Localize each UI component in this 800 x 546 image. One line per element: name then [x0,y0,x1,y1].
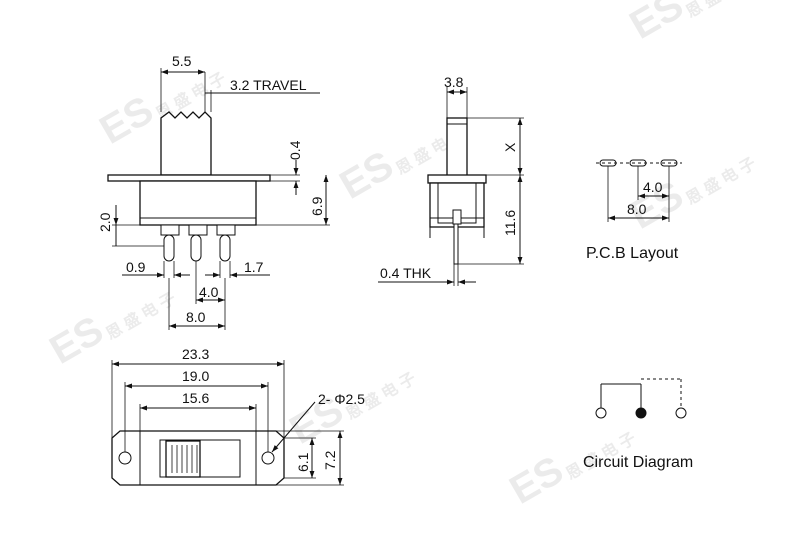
watermark-logo: ES [623,0,691,48]
dim-pin-w2: 1.7 [244,259,264,275]
pin-base [188,224,208,236]
pcb-layout-label: P.C.B Layout [586,245,679,262]
dim-travel: 3.2 TRAVEL [230,77,307,93]
circuit-diagram: Circuit Diagram [583,378,693,471]
dim-width-top: 5.5 [172,53,192,69]
watermark-logo: ES [333,143,401,208]
slider-knob [165,440,201,478]
terminal-open [595,407,607,419]
terminal-open [675,407,687,419]
pin-base [160,224,180,236]
side-view: 3.8 X 11.6 0.4 THK [378,74,524,286]
mount-hole [261,451,275,465]
dim-body-length: 15.6 [182,390,209,406]
dim-actuator-width: 3.8 [444,74,464,90]
circuit-diagram-label: Circuit Diagram [583,454,693,471]
pcb-layout: 4.0 8.0 P.C.B Layout [586,159,682,262]
dim-hole-diameter: 2- Φ2.5 [318,391,365,407]
pcb-dim-pitch: 4.0 [643,179,663,195]
front-view: 5.5 3.2 TRAVEL 0.4 6.9 2.0 0.9 1.7 [97,53,330,330]
watermark-logo: ES [43,308,111,373]
terminal-common [635,407,647,419]
flange [107,174,271,182]
dim-flange: 0.4 [287,140,303,160]
pin-base [216,224,236,236]
dim-width-inner: 6.1 [295,452,311,472]
dim-width-outer: 7.2 [322,450,338,470]
actuator [160,111,212,176]
dim-x: X [502,142,518,152]
watermark-cn: 恩 盛 电 子 [683,153,759,208]
top-view: 23.3 19.0 15.6 2- Φ2.5 6.1 7.2 [111,346,365,486]
watermark-logo: ES [93,88,161,153]
side-actuator [446,117,468,181]
side-pin [453,223,459,265]
watermark-cn: 恩 盛 电 子 [103,288,179,343]
mount-hole [118,451,132,465]
watermark-logo: ES [503,448,571,513]
dim-pitch: 4.0 [199,284,219,300]
dim-thickness: 0.4 THK [380,265,432,281]
dim-pin-height: 2.0 [97,212,113,232]
dim-overall-length: 23.3 [182,346,209,362]
dim-total-height: 11.6 [502,210,518,236]
dim-span: 8.0 [186,309,206,325]
side-flange [427,174,487,184]
watermark-cn: 恩 盛 电 子 [683,0,759,21]
pcb-dim-span: 8.0 [627,201,647,217]
pin [219,234,231,262]
dim-hole-spacing: 19.0 [182,368,209,384]
dim-pin-w1: 0.9 [126,259,146,275]
side-tab [452,209,462,225]
pin [190,234,202,262]
dim-body-height: 6.9 [309,196,325,216]
pin [163,234,175,262]
